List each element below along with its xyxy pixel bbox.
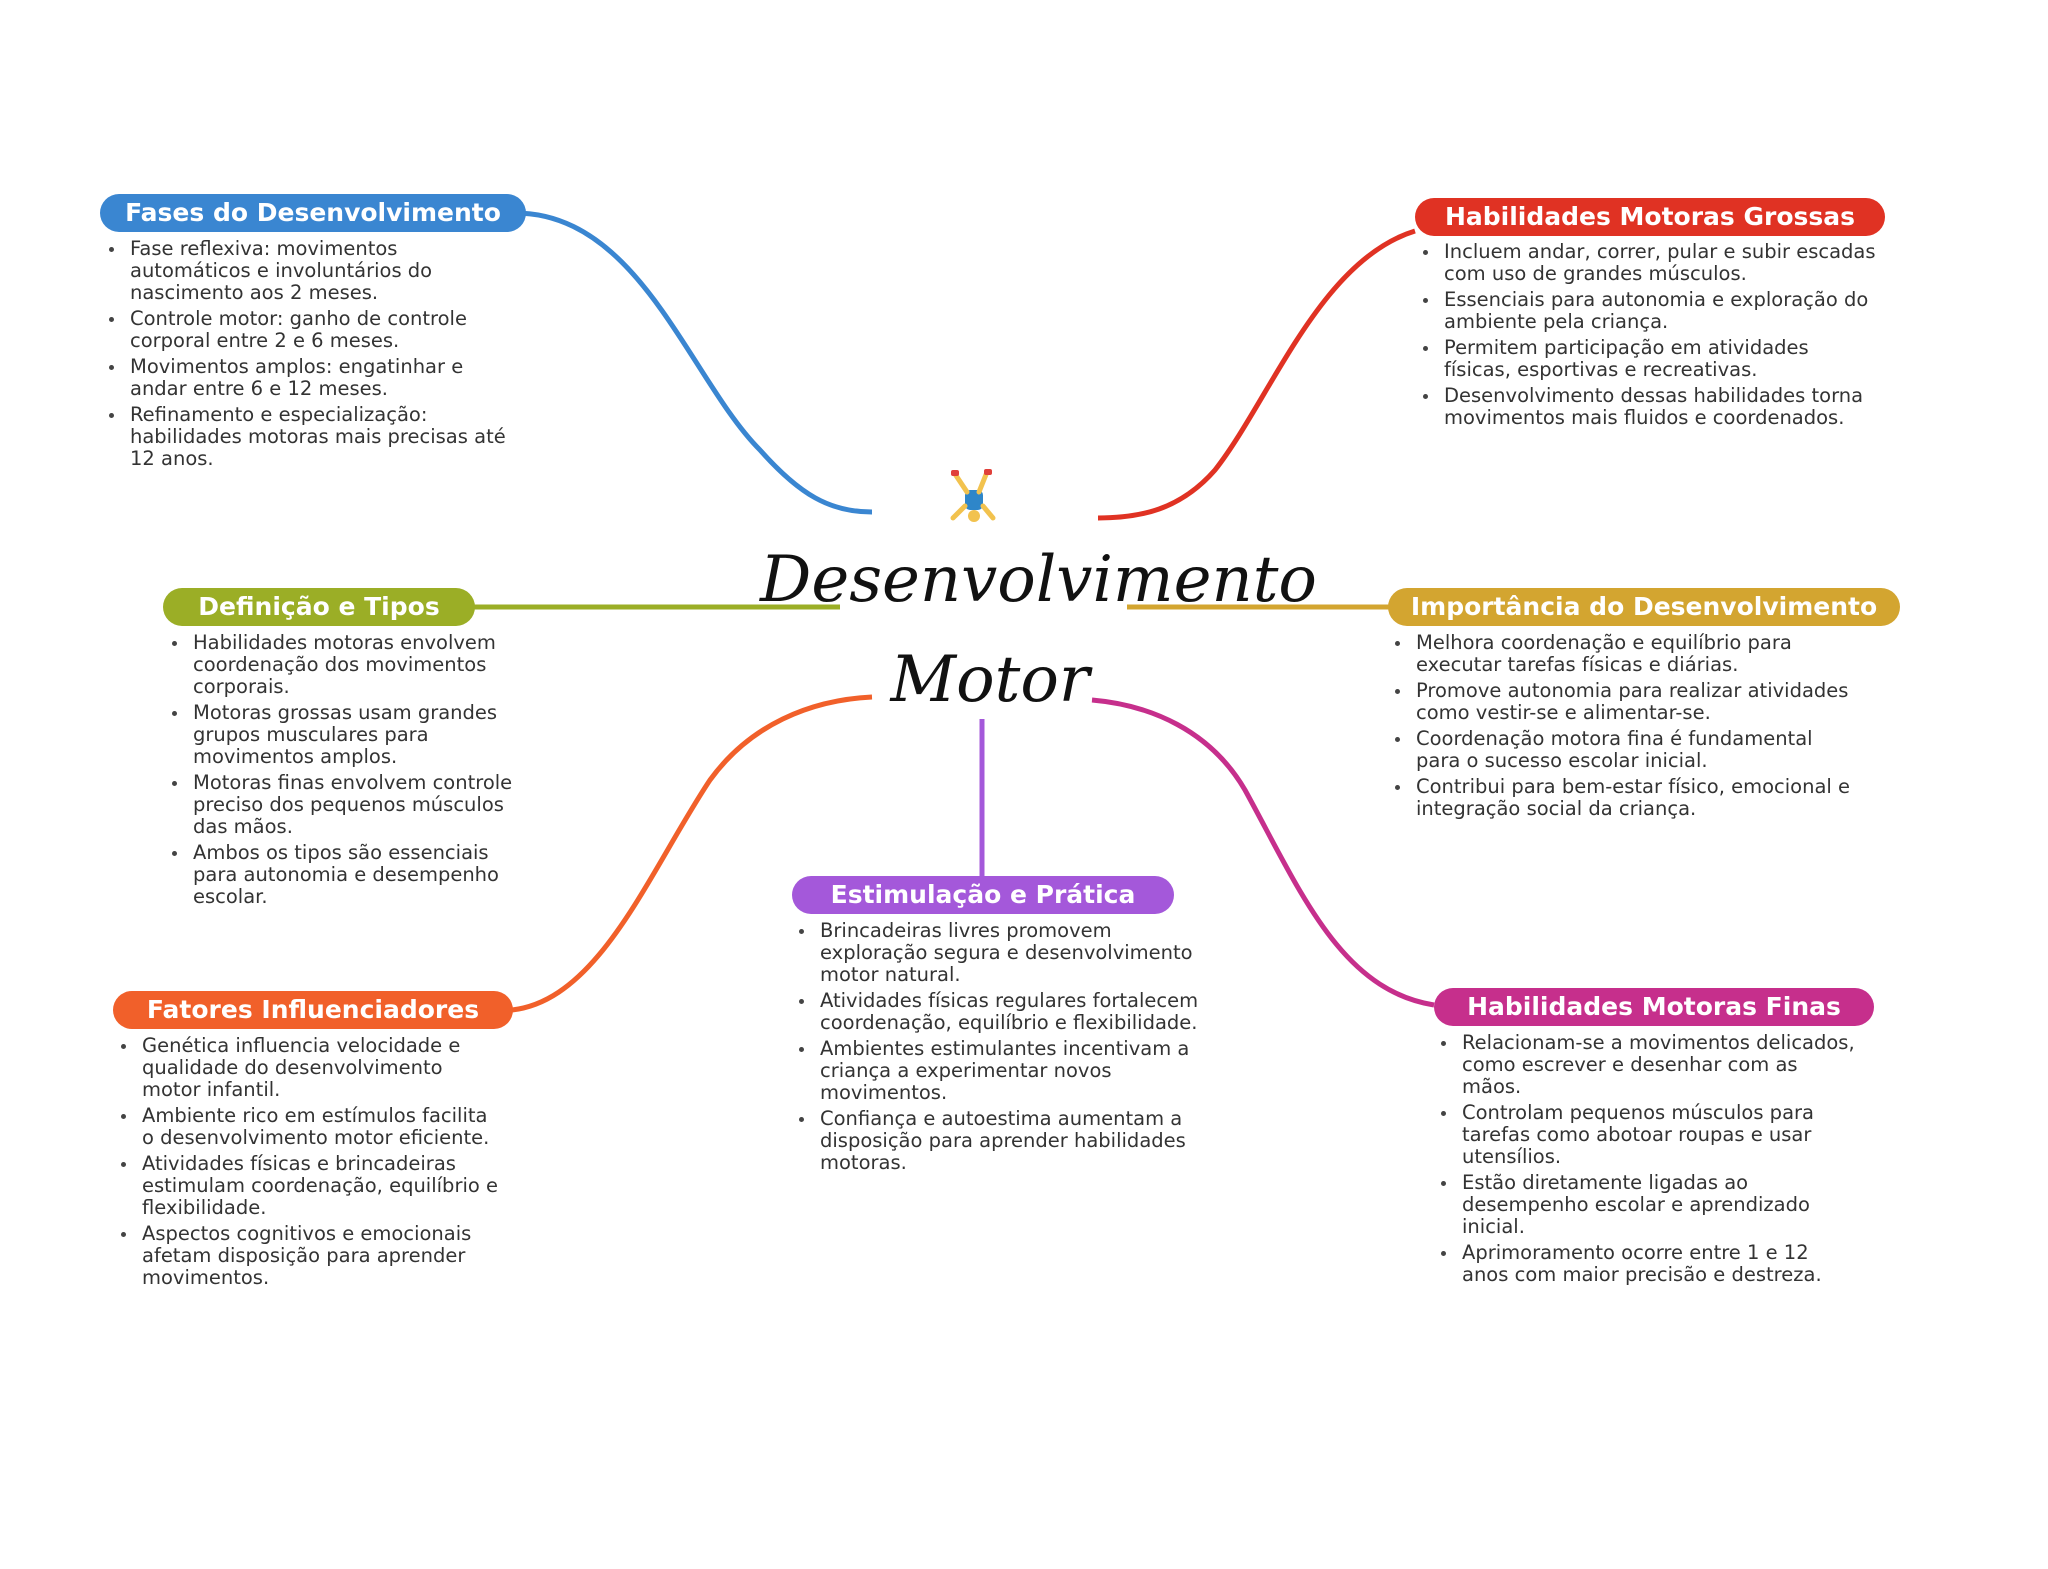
list-item: Fase reflexiva: movimentos automáticos e… <box>126 238 516 304</box>
connector-grossas <box>1097 228 1416 521</box>
child-gymnastics-icon <box>941 468 1001 530</box>
branch-title-definicao[interactable]: Definição e Tipos <box>163 588 475 626</box>
branch-list-estimulacao: Brincadeiras livres promovem exploração … <box>796 920 1216 1178</box>
list-item: Coordenação motora fina é fundamental pa… <box>1412 728 1862 772</box>
list-item: Controlam pequenos músculos para tarefas… <box>1458 1102 1858 1168</box>
list-item: Incluem andar, correr, pular e subir esc… <box>1440 241 1880 285</box>
list-item: Ambientes estimulantes incentivam a cria… <box>816 1038 1216 1104</box>
list-item: Genética influencia velocidade e qualida… <box>138 1035 498 1101</box>
list-item: Habilidades motoras envolvem coordenação… <box>189 632 529 698</box>
list-item: Desenvolvimento dessas habilidades torna… <box>1440 385 1880 429</box>
list-item: Melhora coordenação e equilíbrio para ex… <box>1412 632 1862 676</box>
list-item: Permitem participação em atividades físi… <box>1440 337 1880 381</box>
branch-title-grossas[interactable]: Habilidades Motoras Grossas <box>1415 198 1885 236</box>
branch-title-estimulacao[interactable]: Estimulação e Prática <box>792 876 1174 914</box>
list-item: Essenciais para autonomia e exploração d… <box>1440 289 1880 333</box>
central-topic: Desenvolvimento Motor <box>760 530 1317 730</box>
branch-title-importancia[interactable]: Importância do Desenvolvimento <box>1388 588 1900 626</box>
branch-list-fatores: Genética influencia velocidade e qualida… <box>118 1035 498 1293</box>
list-item: Motoras finas envolvem controle preciso … <box>189 772 529 838</box>
branch-list-finas: Relacionam-se a movimentos delicados, co… <box>1438 1032 1858 1290</box>
branch-title-fases[interactable]: Fases do Desenvolvimento <box>100 194 526 232</box>
branch-list-fases: Fase reflexiva: movimentos automáticos e… <box>106 238 516 474</box>
list-item: Controle motor: ganho de controle corpor… <box>126 308 516 352</box>
list-item: Promove autonomia para realizar atividad… <box>1412 680 1862 724</box>
central-title-line2: Motor <box>890 643 1090 717</box>
list-item: Ambiente rico em estímulos facilita o de… <box>138 1105 498 1149</box>
list-item: Refinamento e especialização: habilidade… <box>126 404 516 470</box>
list-item: Contribui para bem-estar físico, emocion… <box>1412 776 1862 820</box>
list-item: Aspectos cognitivos e emocionais afetam … <box>138 1223 498 1289</box>
connector-finas <box>1091 697 1435 1008</box>
branch-list-grossas: Incluem andar, correr, pular e subir esc… <box>1420 241 1880 433</box>
list-item: Relacionam-se a movimentos delicados, co… <box>1458 1032 1858 1098</box>
list-item: Aprimoramento ocorre entre 1 e 12 anos c… <box>1458 1242 1858 1286</box>
list-item: Estão diretamente ligadas ao desempenho … <box>1458 1172 1858 1238</box>
branch-list-definicao: Habilidades motoras envolvem coordenação… <box>169 632 529 912</box>
list-item: Confiança e autoestima aumentam a dispos… <box>816 1108 1216 1174</box>
list-item: Movimentos amplos: engatinhar e andar en… <box>126 356 516 400</box>
list-item: Atividades físicas regulares fortalecem … <box>816 990 1216 1034</box>
branch-list-importancia: Melhora coordenação e equilíbrio para ex… <box>1392 632 1862 824</box>
connector-fases <box>514 210 873 515</box>
list-item: Ambos os tipos são essenciais para auton… <box>189 842 529 908</box>
branch-title-finas[interactable]: Habilidades Motoras Finas <box>1434 988 1874 1026</box>
branch-title-fatores[interactable]: Fatores Influenciadores <box>113 991 513 1029</box>
list-item: Brincadeiras livres promovem exploração … <box>816 920 1216 986</box>
list-item: Atividades físicas e brincadeiras estimu… <box>138 1153 498 1219</box>
central-title-line1: Desenvolvimento <box>760 543 1317 617</box>
connector-fatores <box>511 694 873 1013</box>
list-item: Motoras grossas usam grandes grupos musc… <box>189 702 529 768</box>
